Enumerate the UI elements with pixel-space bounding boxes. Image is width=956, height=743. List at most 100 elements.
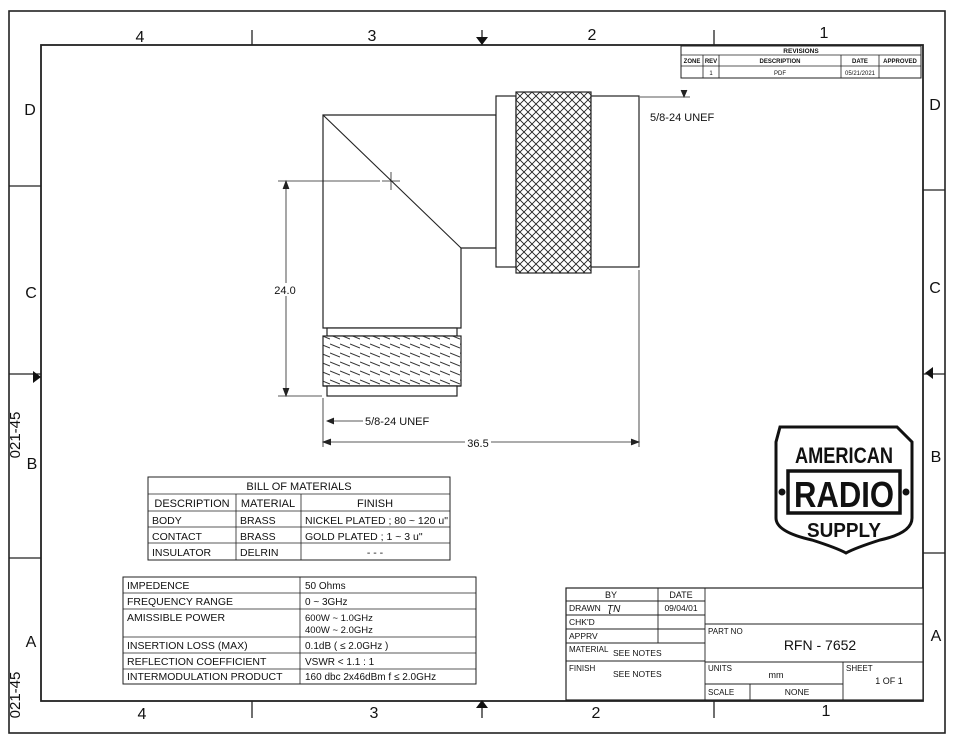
- spec-insertion-loss-label: INSERTION LOSS (MAX): [127, 640, 248, 652]
- tb-by-header: BY: [605, 590, 617, 600]
- bom-row-body-description: BODY: [152, 515, 182, 527]
- logo-line-american: AMERICAN: [795, 443, 893, 468]
- bom-row-contact-finish: GOLD PLATED ; 1 ~ 3 u": [305, 531, 423, 543]
- spec-insertion-loss-value: 0.1dB ( ≤ 2.0GHz ): [305, 641, 388, 652]
- thread-label-top: 5/8-24 UNEF: [650, 112, 714, 124]
- spec-frequency-value: 0 ~ 3GHz: [305, 597, 348, 608]
- bom-row-insulator-material: DELRIN: [240, 547, 279, 559]
- zone-left-d: D: [24, 102, 36, 119]
- tb-scale-value: NONE: [785, 687, 810, 697]
- zone-left-b: B: [27, 456, 38, 473]
- connector-drawing: [322, 91, 640, 397]
- male-port-flange: [495, 95, 517, 268]
- threaded-port: [322, 335, 462, 387]
- tb-finish-label: FINISH: [569, 664, 595, 673]
- thread-label-bottom: 5/8-24 UNEF: [365, 416, 429, 428]
- bom-row-contact-material: BRASS: [240, 531, 276, 543]
- rev-header-rev: REV: [705, 59, 717, 65]
- tb-sheet-value: 1 OF 1: [875, 676, 903, 686]
- dimensions: [278, 89, 690, 447]
- tb-date-header: DATE: [669, 590, 692, 600]
- center-arrow-right: [925, 367, 933, 379]
- thread-collar: [326, 327, 458, 337]
- zone-right-a: A: [931, 628, 942, 645]
- tb-units-value: mm: [769, 670, 784, 680]
- zone-bottom-4: 4: [138, 706, 147, 723]
- spec-frequency-label: FREQUENCY RANGE: [127, 596, 233, 608]
- rev-header-date: DATE: [852, 59, 868, 65]
- bom-header-finish: FINISH: [357, 498, 393, 510]
- spec-reflection-value: VSWR < 1.1 : 1: [305, 657, 375, 668]
- tb-scale-label: SCALE: [708, 688, 734, 697]
- zone-left-c: C: [25, 285, 37, 302]
- tb-drawn-initials: ƮN: [607, 604, 621, 615]
- title-block: [565, 587, 924, 701]
- specifications-table: IMPEDENCE 50 Ohms FREQUENCY RANGE 0 ~ 3G…: [122, 576, 477, 685]
- bom-header-material: MATERIAL: [241, 498, 295, 510]
- side-code-lower: 021-45: [7, 672, 24, 719]
- spec-reflection-label: REFLECTION COEFFICIENT: [127, 656, 267, 668]
- male-port-sleeve: [590, 95, 640, 268]
- tb-apprv-label: APPRV: [569, 631, 598, 641]
- zone-right-d: D: [929, 97, 941, 114]
- tb-drawn-date: 09/04/01: [664, 603, 697, 613]
- zone-top-4: 4: [136, 29, 145, 46]
- zone-top-3: 3: [368, 28, 377, 45]
- rev-header-approved: APPROVED: [883, 59, 917, 65]
- elbow-body: [322, 114, 497, 329]
- spec-impedence-value: 50 Ohms: [305, 581, 346, 592]
- bom-row-insulator-finish: - - -: [367, 547, 384, 559]
- bom-header-description: DESCRIPTION: [154, 498, 229, 510]
- dim-height-label: 24.0: [274, 285, 295, 297]
- center-arrow-bottom: [476, 700, 488, 708]
- tb-finish-value: SEE NOTES: [613, 669, 662, 679]
- spec-power-label: AMISSIBLE POWER: [127, 612, 225, 624]
- dim-width-label: 36.5: [467, 438, 488, 450]
- side-code-upper: 021-45: [7, 412, 24, 459]
- tb-chkd-label: CHK'D: [569, 617, 595, 627]
- tb-units-label: UNITS: [708, 664, 732, 673]
- logo-line-radio: RADIO: [794, 474, 894, 515]
- spec-intermod-value: 160 dbc 2x46dBm f ≤ 2.0GHz: [305, 672, 436, 683]
- spec-impedence-label: IMPEDENCE: [127, 580, 189, 592]
- knurled-coupling-nut: [515, 91, 592, 274]
- center-arrow-left: [33, 371, 41, 383]
- miter-line: [322, 114, 462, 249]
- american-radio-supply-logo: AMERICAN RADIO SUPPLY: [774, 425, 914, 555]
- zone-bottom-2: 2: [592, 705, 601, 722]
- tb-sheet-label: SHEET: [846, 664, 873, 673]
- tb-material-value: SEE NOTES: [613, 648, 662, 658]
- title-block-text: BY DATE DRAWN ƮN 09/04/01 CHK'D APPRV MA…: [569, 590, 903, 697]
- tb-material-label: MATERIAL: [569, 645, 609, 654]
- zone-bottom-1: 1: [822, 703, 831, 720]
- zone-left-a: A: [26, 634, 37, 651]
- tb-part-number: RFN - 7652: [784, 637, 857, 653]
- revisions-title: REVISIONS: [783, 48, 819, 55]
- rev-row-date: 05/21/2021: [845, 71, 876, 77]
- bom-row-contact-description: CONTACT: [152, 531, 203, 543]
- logo-line-supply: SUPPLY: [807, 520, 882, 542]
- zone-top-1: 1: [820, 25, 829, 42]
- revisions-table: REVISIONS ZONE REV DESCRIPTION DATE APPR…: [680, 45, 922, 79]
- outer-frame: [8, 10, 946, 734]
- spec-power-value-1: 600W ~ 1.0GHz: [305, 613, 373, 624]
- rev-row-rev: 1: [709, 71, 713, 77]
- rev-header-zone: ZONE: [684, 59, 701, 65]
- bill-of-materials-table: BILL OF MATERIALS DESCRIPTION MATERIAL F…: [147, 476, 451, 561]
- center-arrow-top: [476, 37, 488, 45]
- zone-bottom-3: 3: [370, 705, 379, 722]
- bom-row-body-finish: NICKEL PLATED ; 80 ~ 120 u": [305, 515, 448, 527]
- tb-part-no-label: PART NO: [708, 627, 743, 636]
- bom-row-body-material: BRASS: [240, 515, 276, 527]
- rev-row-description: PDF: [774, 71, 786, 77]
- zone-right-b: B: [931, 449, 942, 466]
- bom-row-insulator-description: INSULATOR: [152, 547, 212, 559]
- bom-title: BILL OF MATERIALS: [246, 481, 351, 493]
- zone-top-2: 2: [588, 27, 597, 44]
- tb-drawn-label: DRAWN: [569, 603, 601, 613]
- spec-intermod-label: INTERMODULATION PRODUCT: [127, 671, 283, 683]
- spec-power-value-2: 400W ~ 2.0GHz: [305, 625, 373, 636]
- rev-header-description: DESCRIPTION: [759, 59, 800, 65]
- threaded-port-face: [326, 385, 458, 397]
